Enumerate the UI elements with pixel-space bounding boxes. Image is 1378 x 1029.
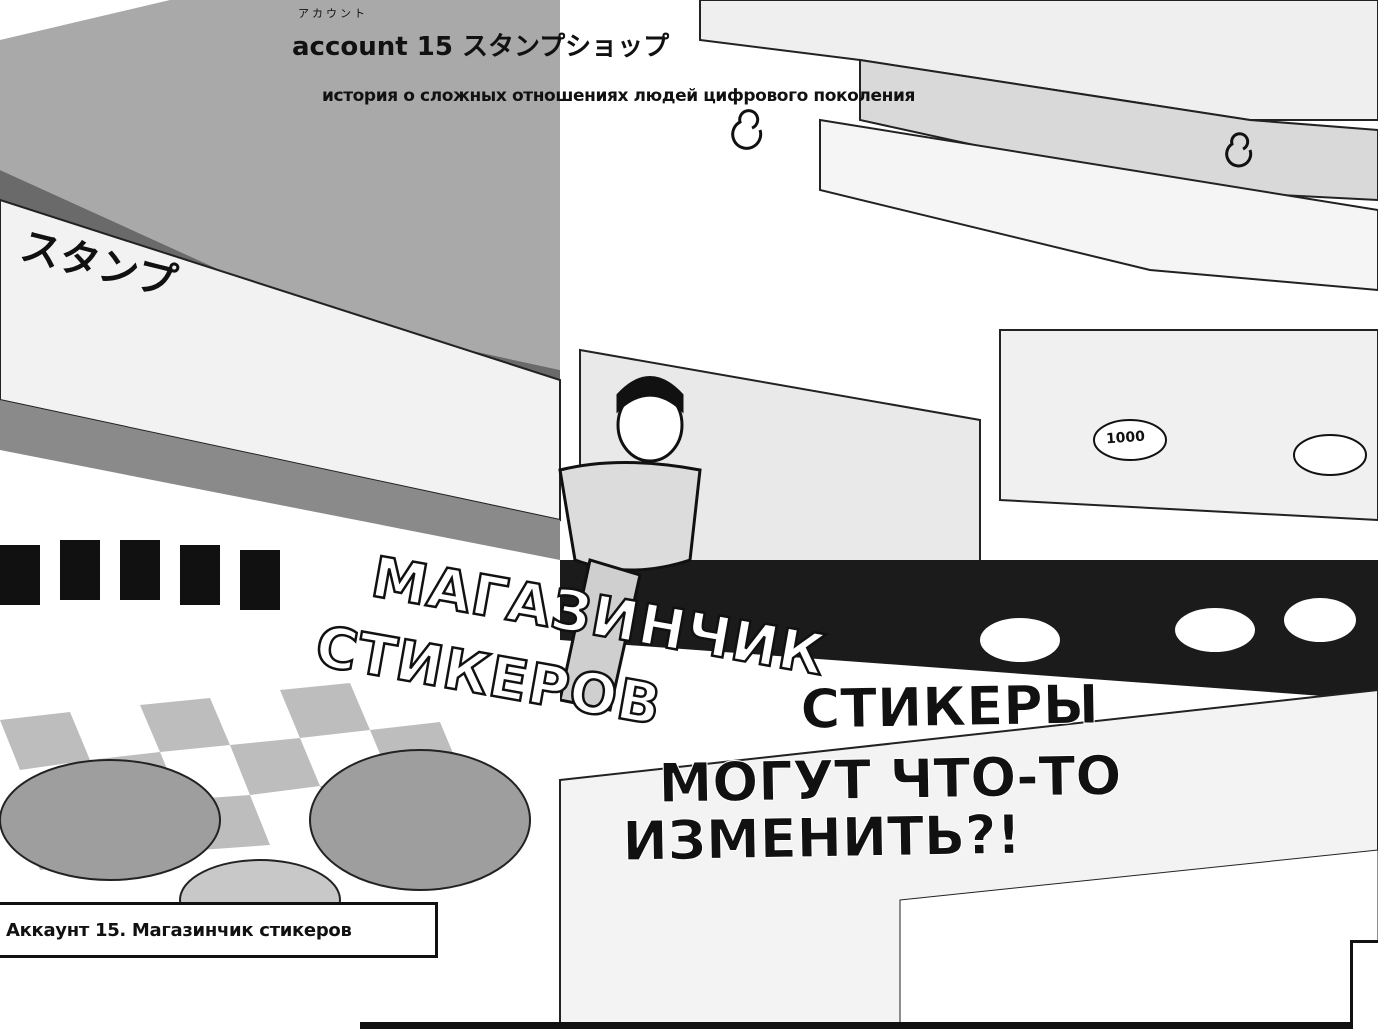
character-figure	[558, 376, 702, 712]
slogan-line-3: ИЗМЕНИТЬ?!	[621, 803, 1022, 874]
spiral-icon	[731, 109, 1253, 168]
right-awning	[560, 560, 1378, 700]
frame-corner	[1350, 940, 1378, 1029]
left-awning	[0, 0, 560, 370]
chapter-caption: Аккаунт 15. Магазинчик стикеров	[6, 919, 352, 941]
furigana-label: アカウント	[298, 7, 368, 20]
chapter-caption-box: Аккаунт 15. Магазинчик стикеров	[0, 902, 438, 958]
right-sign-board	[999, 329, 1378, 522]
tagline: история о сложных отношениях людей цифро…	[322, 86, 915, 106]
slogan-line-1: СТИКЕРЫ	[799, 672, 1100, 741]
price-badge-icon	[1093, 419, 1367, 476]
price-badge-text: 1000	[1105, 428, 1146, 448]
chapter-label: account 15 スタンプショップ	[292, 32, 670, 62]
